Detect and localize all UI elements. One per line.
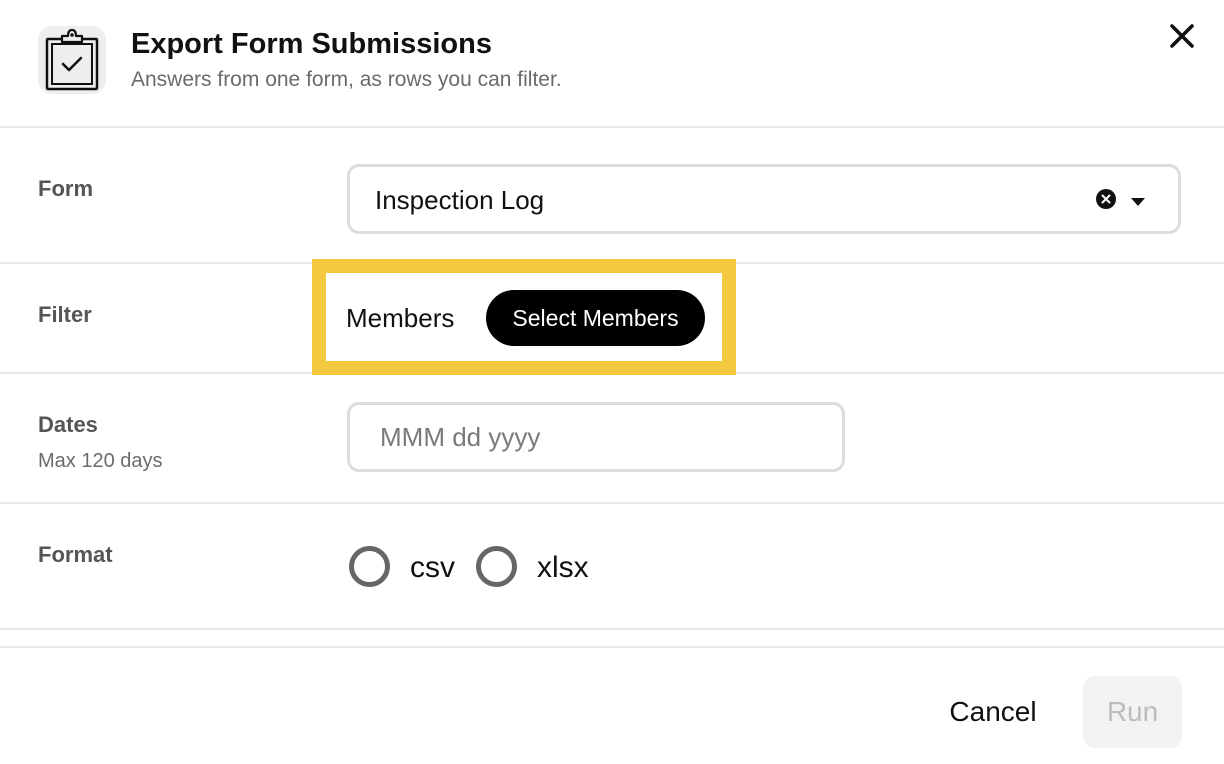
date-input[interactable]	[347, 402, 845, 472]
close-icon	[1170, 24, 1194, 48]
clear-circle-icon[interactable]	[1096, 189, 1116, 214]
radio-label: csv	[410, 551, 455, 584]
clipboard-check-icon	[38, 26, 106, 94]
form-row: Form Inspection Log	[0, 128, 1224, 264]
dates-row: Dates Max 120 days	[0, 374, 1224, 504]
select-members-button[interactable]: Select Members	[486, 290, 705, 346]
radio-button[interactable]	[349, 546, 390, 587]
run-button[interactable]: Run	[1083, 676, 1182, 748]
radio-label: xlsx	[537, 551, 589, 584]
form-select[interactable]: Inspection Log	[347, 164, 1181, 234]
dialog-header: Export Form Submissions Answers from one…	[0, 0, 1224, 128]
format-label: Format	[38, 542, 113, 567]
cancel-button[interactable]: Cancel	[949, 696, 1037, 727]
dialog-subtitle: Answers from one form, as rows you can f…	[131, 68, 562, 91]
radio-button[interactable]	[476, 546, 517, 587]
caret-down-icon[interactable]	[1130, 194, 1146, 212]
dates-sublabel: Max 120 days	[38, 450, 163, 472]
close-button[interactable]	[1166, 20, 1198, 52]
format-row: Format csv xlsx	[0, 504, 1224, 630]
form-label: Form	[38, 176, 93, 201]
dialog-title: Export Form Submissions	[131, 28, 492, 60]
footer-divider	[0, 646, 1224, 648]
dates-label: Dates	[38, 412, 98, 437]
members-label: Members	[346, 303, 455, 333]
filter-label: Filter	[38, 302, 92, 327]
members-filter-highlight: Members Select Members	[312, 259, 736, 375]
form-select-value: Inspection Log	[375, 185, 545, 215]
